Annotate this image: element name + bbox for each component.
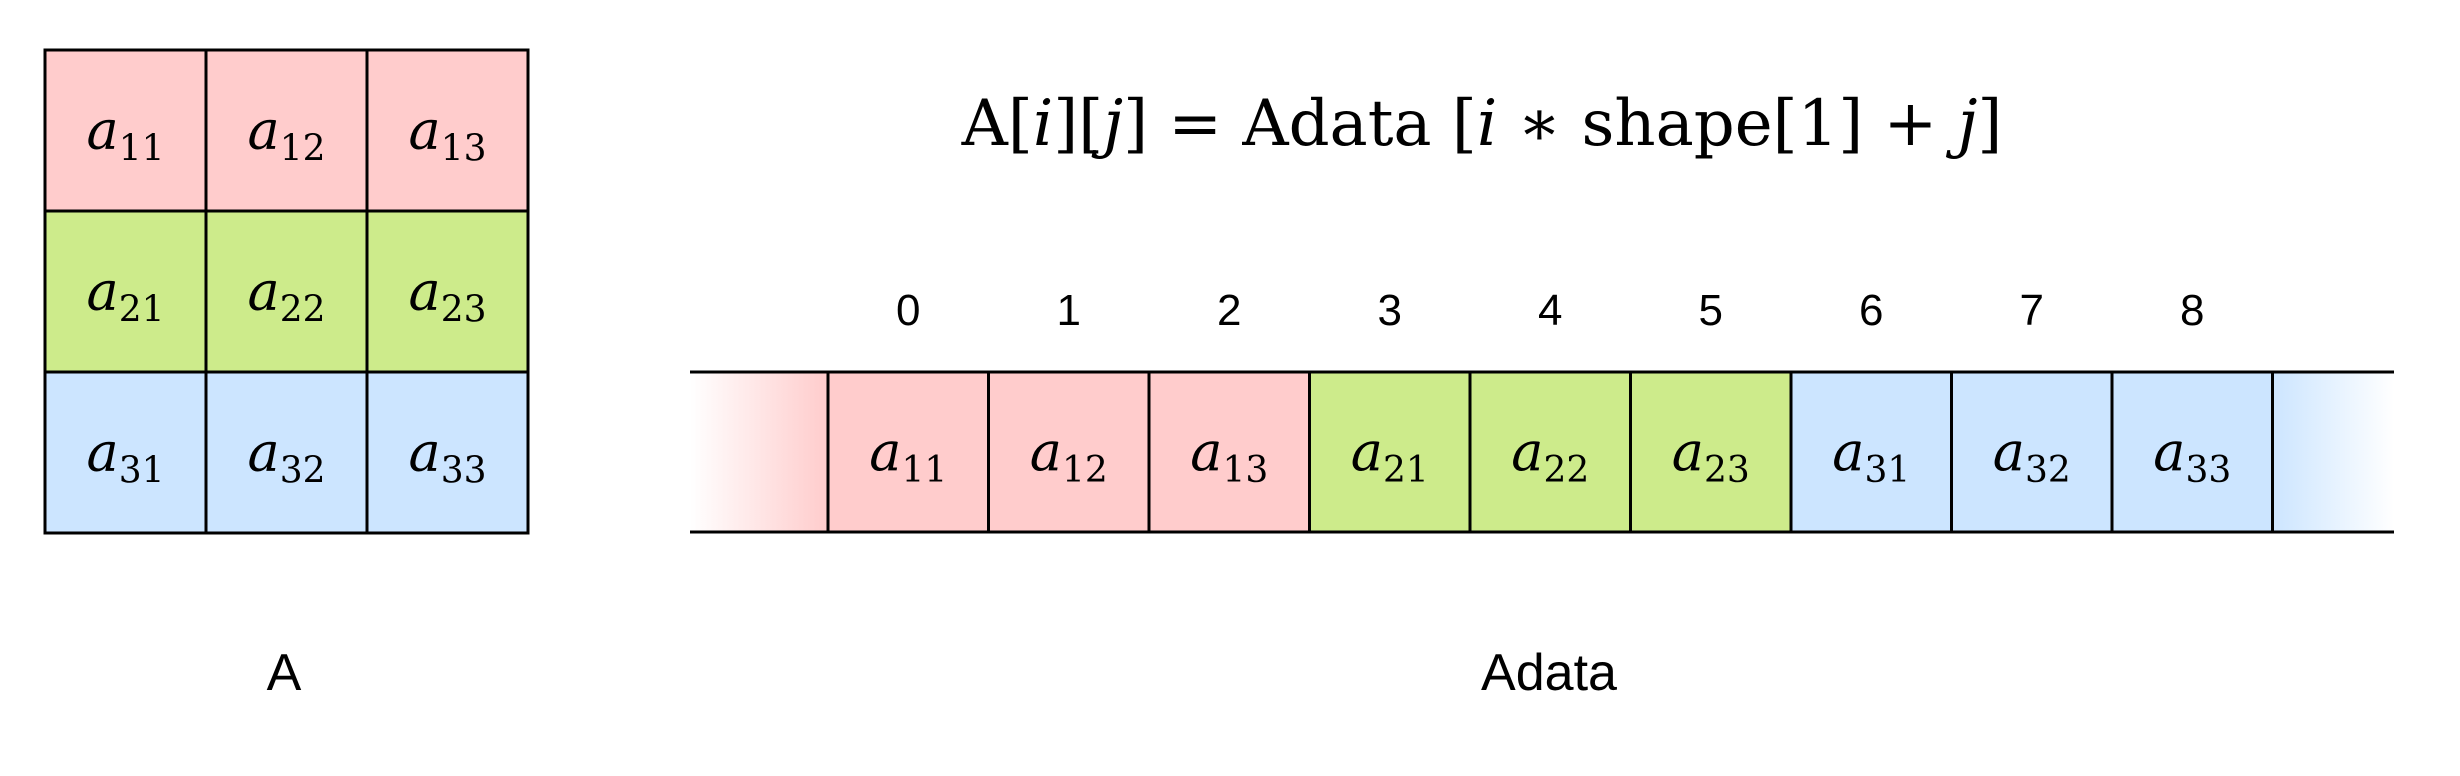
array-cell — [1468, 370, 1632, 534]
matrix-cell-label: a21 — [86, 260, 164, 331]
array-label: Adata — [1481, 644, 1617, 702]
matrix-cell — [204, 370, 369, 535]
matrix-cell — [43, 209, 208, 374]
array-cell-label: a21 — [1351, 420, 1429, 491]
array-index-label: 7 — [2020, 286, 2044, 335]
array-cell-label: a31 — [1832, 420, 1910, 491]
array-cell-label: a23 — [1672, 420, 1750, 491]
array-cell — [1629, 370, 1793, 534]
array-cell — [1789, 370, 1953, 534]
array-index-label: 4 — [1538, 286, 1562, 335]
array-index-label: 0 — [896, 286, 920, 335]
matrix-a: a11 a12 a13 a21 a22 a23 a31 a32 a33 — [43, 48, 530, 535]
array-cell — [826, 370, 990, 534]
matrix-cell-label: a12 — [247, 99, 325, 170]
array-cell-label: a33 — [2153, 420, 2231, 491]
index-formula: A[i][j] = Adata [i ∗ shape[1] + j] — [961, 87, 2003, 161]
matrix-cell — [365, 209, 530, 374]
matrix-cell — [43, 370, 208, 535]
matrix-cell-label: a31 — [86, 421, 164, 492]
array-index-label: 3 — [1378, 286, 1402, 335]
array-cell — [2110, 370, 2274, 534]
array-cell — [1308, 370, 1472, 534]
array-index-label: 6 — [1859, 286, 1883, 335]
array-cell-label: a22 — [1511, 420, 1589, 491]
array-index-label: 2 — [1217, 286, 1241, 335]
matrix-cell-label: a32 — [247, 421, 325, 492]
matrix-cell-label: a11 — [86, 99, 164, 170]
matrix-cell-label: a23 — [408, 260, 486, 331]
matrix-cell-label: a33 — [408, 421, 486, 492]
array-index-label: 1 — [1057, 286, 1081, 335]
array-indices: 0 1 2 3 4 5 6 7 8 — [896, 286, 2204, 335]
array-fade-right — [2272, 372, 2394, 532]
matrix-label: A — [267, 644, 302, 702]
array-index-label: 5 — [1699, 286, 1723, 335]
array-adata: a11 a12 a13 a21 a22 a23 a31 a32 a33 — [826, 370, 2274, 534]
array-cell-label: a12 — [1030, 420, 1108, 491]
matrix-cell-label: a13 — [408, 99, 486, 170]
matrix-cell — [43, 48, 208, 213]
array-cell-label: a32 — [1993, 420, 2071, 491]
array-cell-label: a11 — [869, 420, 947, 491]
matrix-cell — [365, 48, 530, 213]
matrix-cell — [365, 370, 530, 535]
array-fade-left — [690, 372, 828, 532]
array-index-label: 8 — [2180, 286, 2204, 335]
matrix-cell-label: a22 — [247, 260, 325, 331]
array-cell-label: a13 — [1190, 420, 1268, 491]
